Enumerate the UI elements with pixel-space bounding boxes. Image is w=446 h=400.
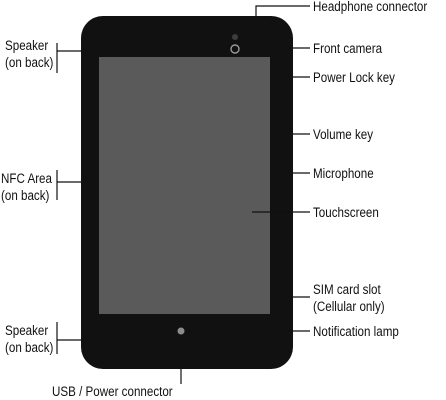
label-nfc-area-line2: (on back) bbox=[1, 188, 50, 203]
label-speaker-top-line2: (on back) bbox=[5, 55, 54, 70]
label-front-camera: Front camera bbox=[313, 41, 383, 56]
notification-lamp-dot bbox=[177, 327, 185, 335]
label-sim-card-slot-line1: SIM card slot bbox=[313, 282, 381, 297]
label-microphone: Microphone bbox=[313, 166, 374, 181]
label-notification-lamp: Notification lamp bbox=[313, 324, 399, 339]
label-speaker-top: Speaker (on back) bbox=[5, 37, 53, 71]
label-sim-card-slot-line2: (Cellular only) bbox=[313, 299, 385, 314]
label-nfc-area: NFC Area (on back) bbox=[1, 170, 52, 204]
label-nfc-area-line1: NFC Area bbox=[1, 171, 52, 186]
label-sim-card-slot: SIM card slot (Cellular only) bbox=[313, 281, 385, 315]
label-speaker-bottom-line2: (on back) bbox=[5, 340, 54, 355]
label-speaker-top-line1: Speaker bbox=[5, 38, 49, 53]
label-usb-power-connector: USB / Power connector bbox=[52, 384, 173, 399]
label-speaker-bottom: Speaker (on back) bbox=[5, 322, 53, 356]
light-sensor-dot bbox=[232, 34, 238, 40]
label-speaker-bottom-line1: Speaker bbox=[5, 323, 49, 338]
touchscreen-panel bbox=[99, 57, 270, 314]
label-power-lock-key: Power Lock key bbox=[313, 70, 395, 85]
label-touchscreen: Touchscreen bbox=[313, 205, 379, 220]
label-headphone-connector: Headphone connector bbox=[313, 0, 428, 14]
front-camera-lens bbox=[230, 44, 240, 54]
label-volume-key: Volume key bbox=[313, 127, 374, 142]
leader-headphone-connector bbox=[255, 5, 310, 18]
